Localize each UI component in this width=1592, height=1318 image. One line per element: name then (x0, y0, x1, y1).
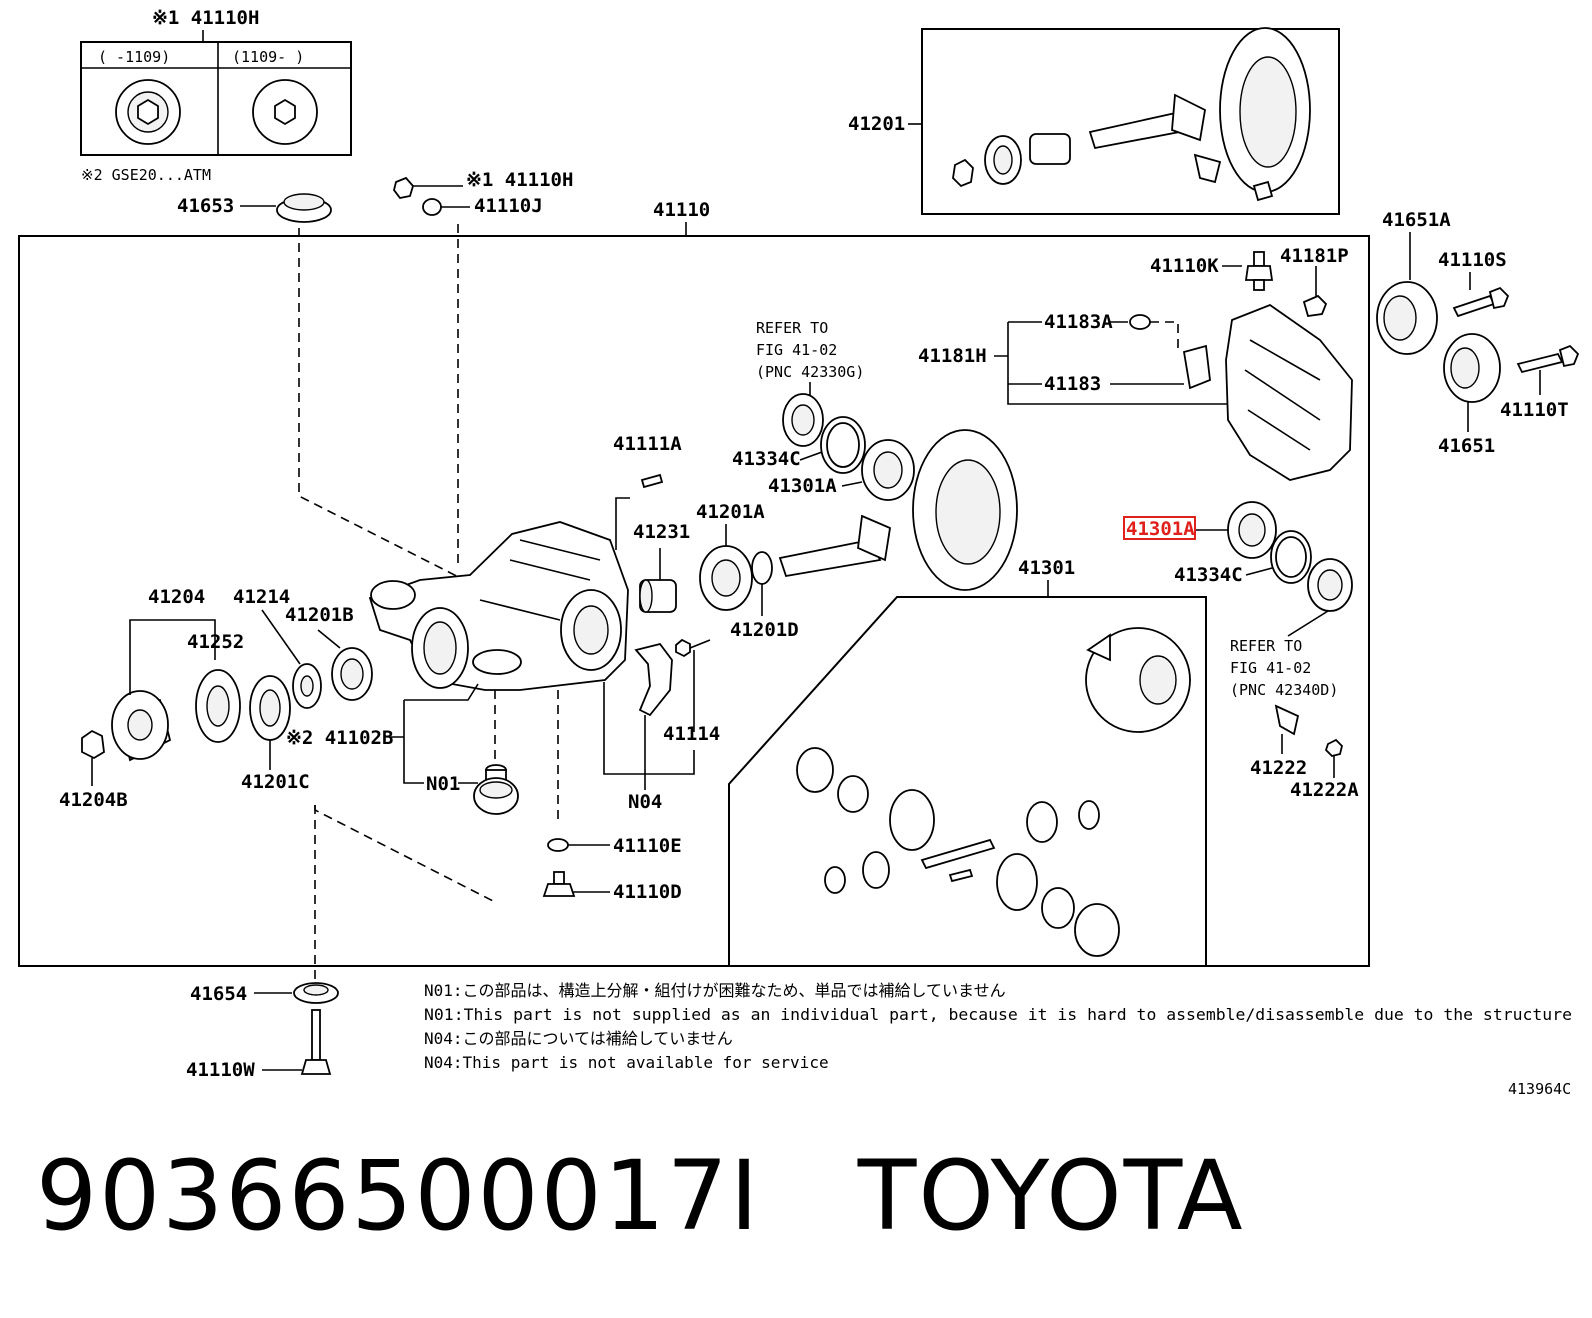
main-frame (18, 235, 1370, 967)
bolt-41110T-icon (1516, 352, 1564, 374)
label-41204B: 41204B (59, 789, 128, 811)
label-41110S: 41110S (1438, 249, 1507, 271)
figure-code: 413964C (1508, 1080, 1571, 1098)
label-N01: N01 (426, 773, 460, 795)
label-41651A: 41651A (1382, 209, 1451, 231)
bracket-41222-icon (1274, 704, 1300, 736)
shaft-icon (920, 838, 996, 870)
clip-41183A-icon (1129, 314, 1151, 330)
bolt-41110S-icon (1452, 294, 1496, 318)
washer-41201D-icon (751, 551, 773, 585)
inset-41110H (80, 30, 352, 156)
label-41301: 41301 (1018, 557, 1075, 579)
bushing-N01-icon (473, 764, 519, 815)
note-n04-en: N04:This part is not available for servi… (424, 1053, 829, 1072)
label-41334C-1: 41334C (732, 448, 801, 470)
label-41334C-2: 41334C (1174, 564, 1243, 586)
label-41222A: 41222A (1290, 779, 1359, 801)
refer1-a: REFER TO (756, 319, 828, 337)
label-41110J: 41110J (474, 195, 543, 217)
refer1-b: FIG 41-02 (756, 341, 837, 359)
diff-case-box (728, 596, 1207, 967)
label-N04: N04 (628, 791, 662, 813)
diff-case-icon (1085, 627, 1191, 733)
highlight-41301A (1123, 516, 1196, 540)
label-41110T: 41110T (1500, 399, 1569, 421)
bracket-icon (1193, 153, 1222, 184)
refer2-a: REFER TO (1230, 637, 1302, 655)
diff-internals (796, 747, 1120, 957)
nut-icon (952, 158, 974, 188)
label-41653: 41653 (177, 195, 234, 217)
breather-41110K-icon (1244, 251, 1274, 291)
carrier-housing-icon (368, 521, 629, 691)
label-41181P: 41181P (1280, 245, 1349, 267)
label-41204: 41204 (148, 586, 205, 608)
bolt-41181P-icon (1302, 294, 1328, 318)
label-41201C: 41201C (241, 771, 310, 793)
gasket-41110E-icon (547, 838, 569, 852)
label-41301A-1: 41301A (768, 475, 837, 497)
refer2-c: (PNC 42340D) (1230, 681, 1338, 699)
side-gear-icon (889, 789, 935, 851)
label-41651: 41651 (1438, 435, 1495, 457)
label-41110K: 41110K (1150, 255, 1219, 277)
refer1-c: (PNC 42330G) (756, 363, 864, 381)
plug-41110H-icon (393, 176, 415, 199)
pin-41111A-icon (640, 473, 664, 489)
bolt-icon (1252, 180, 1274, 202)
label-41110E: 41110E (613, 835, 682, 857)
refer2-b: FIG 41-02 (1230, 659, 1311, 677)
pinion-gear-icon (862, 851, 890, 889)
range-left: ( -1109) (98, 48, 170, 66)
label-41111A: 41111A (613, 433, 682, 455)
label-41201A: 41201A (696, 501, 765, 523)
flange-41204-group (81, 647, 373, 762)
bearing-cap-icon (634, 642, 673, 717)
pin-icon (948, 868, 974, 883)
washer-icon (796, 747, 834, 793)
label-41114: 41114 (663, 723, 720, 745)
brand-name: TOYOTA (857, 1140, 1245, 1252)
label-41183A: 41183A (1044, 311, 1113, 333)
bolt-41114-icon (675, 638, 691, 658)
label-41110H-top: ※1 41110H (152, 7, 259, 29)
label-41231: 41231 (633, 521, 690, 543)
label-41110D: 41110D (613, 881, 682, 903)
label-41252: 41252 (187, 631, 244, 653)
spacer-icon (1029, 133, 1071, 165)
label-41201: 41201 (848, 113, 905, 135)
label-41214: 41214 (233, 586, 290, 608)
label-41222: 41222 (1250, 757, 1307, 779)
label-41110H-2: ※1 41110H (466, 169, 573, 191)
note-n01-ja: N01:この部品は、構造上分解・組付けが困難なため、単品では補給していません (424, 981, 1006, 1000)
note-n04-ja: N04:この部品については補給していません (424, 1029, 733, 1048)
label-41181H: 41181H (918, 345, 987, 367)
plate-41183-icon (1182, 344, 1211, 390)
note-n01-en: N01:This part is not supplied as an indi… (424, 1005, 1572, 1024)
nut-41204B-icon (81, 729, 105, 760)
label-41301A-2: 41301A (1126, 518, 1195, 540)
label-41201D: 41201D (730, 619, 799, 641)
bolt-41222A-icon (1324, 738, 1343, 757)
label-41110: 41110 (653, 199, 710, 221)
rear-cover-icon (1225, 303, 1353, 481)
note-gse: ※2 GSE20...ATM (81, 166, 211, 184)
label-41183: 41183 (1044, 373, 1101, 395)
gasket-41110J-icon (422, 198, 442, 216)
label-41201B: 41201B (285, 604, 354, 626)
label-41110W: 41110W (186, 1059, 255, 1081)
part-number: 90366500017I (36, 1140, 761, 1252)
pinion-shaft-icon-main (778, 538, 882, 578)
footer-title: 90366500017I TOYOTA (36, 1140, 1244, 1252)
label-41654: 41654 (190, 983, 247, 1005)
plug-41110D-icon (542, 871, 576, 897)
range-right: (1109- ) (232, 48, 304, 66)
label-41102B: ※2 41102B (286, 727, 393, 749)
bolt-41110W-icon (300, 1009, 332, 1075)
inset-41201 (908, 27, 1340, 215)
